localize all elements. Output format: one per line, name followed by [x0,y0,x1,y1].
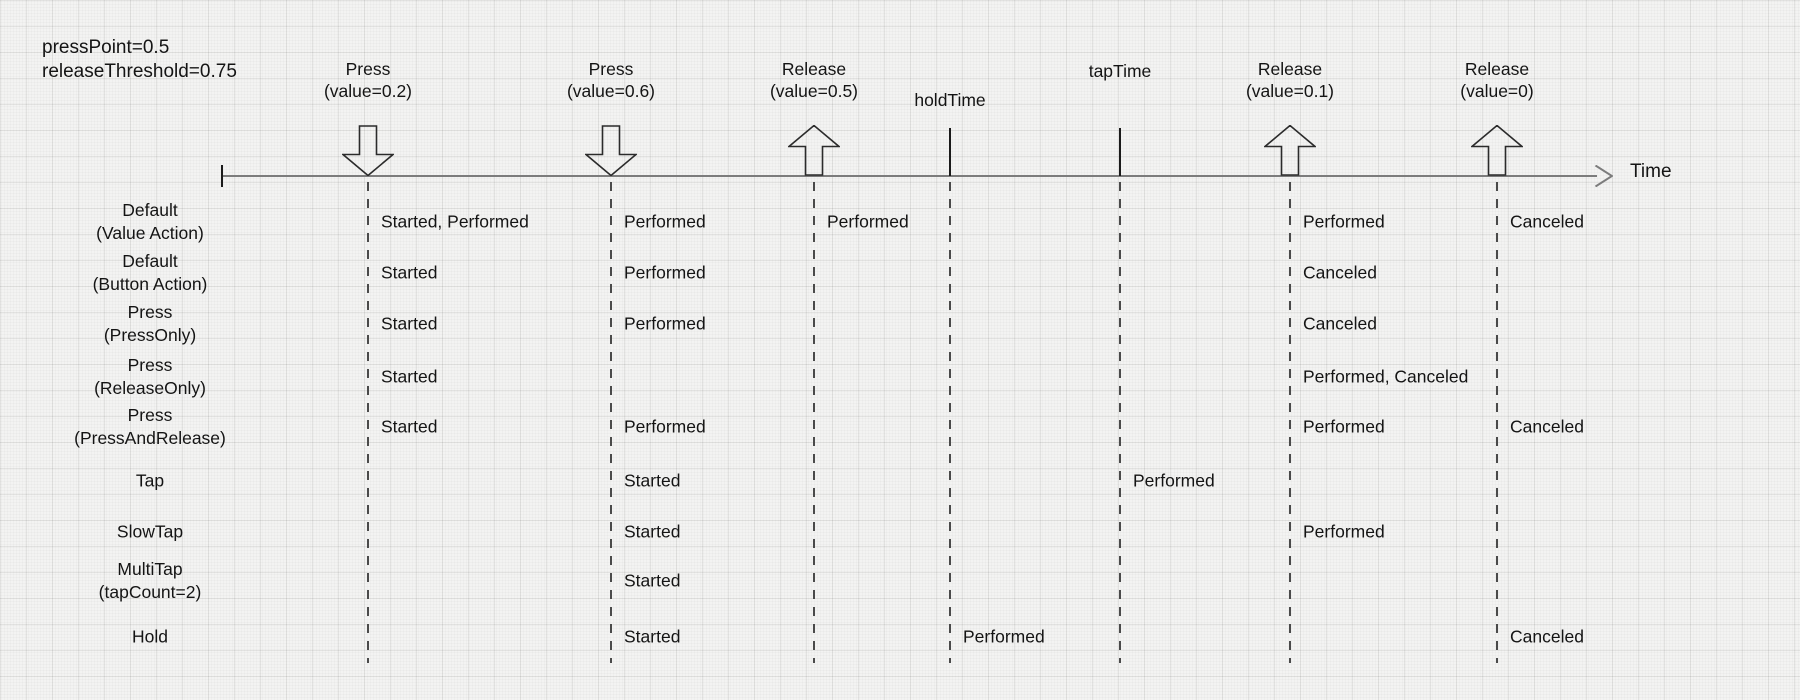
column-dashed-line [813,182,815,663]
row-label-line: (PressAndRelease) [74,428,226,448]
column-header-line: (value=0.2) [323,81,413,101]
row-label-line: Press [127,355,173,375]
cell-state-text: Performed [624,416,706,437]
row-label-line: (ReleaseOnly) [94,378,206,398]
cell-state-text: Performed [963,626,1045,647]
row-label-line: MultiTap [117,559,183,579]
row-label: Press (PressAndRelease) [25,404,275,450]
column-header-release01: Release(value=0.1) [1246,58,1334,102]
release-arrow-up-icon [1471,125,1523,176]
row-label-line: (Value Action) [96,223,204,243]
cell-state-text: Canceled [1303,313,1377,334]
column-dashed-line [949,182,951,663]
row-label: SlowTap [25,521,275,544]
column-dashed-line [1496,182,1498,663]
time-axis-arrowhead-icon [1595,165,1613,187]
row-label-line: SlowTap [116,521,184,542]
row-label-line: (Button Action) [92,274,208,294]
column-header-line: Release [1257,59,1323,79]
press-arrow-down-icon [342,125,394,176]
row-label: Press (ReleaseOnly) [25,354,275,400]
cell-state-text: Canceled [1510,416,1584,437]
column-header-line: (value=0.5) [769,81,859,101]
column-header-line: Press [345,59,391,79]
column-dashed-line [367,182,369,663]
row-label: Press (PressOnly) [25,301,275,347]
release-arrow-up-icon [1264,125,1316,176]
cell-state-text: Performed [1303,521,1385,542]
cell-state-text: Started [624,570,681,591]
column-header-release05: Release(value=0.5) [770,58,858,102]
row-label: Default (Button Action) [25,250,275,296]
column-header-line: Release [781,59,847,79]
cell-state-text: Performed [827,211,909,232]
time-axis-label: Time [1630,161,1672,182]
cell-state-text: Performed, Canceled [1303,366,1469,387]
cell-state-text: Performed [624,262,706,283]
row-label: MultiTap (tapCount=2) [25,558,275,604]
column-header-holdTime: holdTime [914,89,985,111]
column-header-line: (value=0.1) [1245,81,1335,101]
cell-state-text: Performed [1303,416,1385,437]
cell-state-text: Started [624,470,681,491]
column-dashed-line [1119,182,1121,663]
cell-state-text: Started [624,521,681,542]
column-header-line: (value=0.6) [566,81,656,101]
config-releasethreshold-label: releaseThreshold=0.75 [42,61,237,82]
row-label-line: Tap [135,470,165,491]
cell-state-text: Started [381,366,438,387]
row-label-line: Default [122,251,178,271]
column-header-press02: Press(value=0.2) [324,58,412,102]
row-label-line: Hold [132,626,168,647]
time-marker-tick [949,128,951,176]
row-label: Tap [25,470,275,493]
row-label: Default (Value Action) [25,199,275,245]
cell-state-text: Canceled [1303,262,1377,283]
cell-state-text: Performed [624,211,706,232]
column-header-line: holdTime [914,90,986,110]
cell-state-text: Started, Performed [381,211,529,232]
column-header-release0: Release(value=0) [1460,58,1533,102]
cell-state-text: Canceled [1510,626,1584,647]
time-axis-origin-tick [221,165,223,187]
row-label-line: (tapCount=2) [98,582,202,602]
column-header-press06: Press(value=0.6) [567,58,655,102]
row-label-line: Press [127,405,173,425]
column-header-line: tapTime [1088,61,1152,81]
cell-state-text: Started [381,262,438,283]
cell-state-text: Started [381,416,438,437]
column-header-tapTime: tapTime [1089,60,1152,82]
row-label-line: Default [122,200,178,220]
time-axis-line [221,175,1597,177]
row-label-line: Press [127,302,173,322]
column-dashed-line [1289,182,1291,663]
time-marker-tick [1119,128,1121,176]
column-header-line: Release [1464,59,1530,79]
column-header-line: Press [588,59,634,79]
release-arrow-up-icon [788,125,840,176]
column-dashed-line [610,182,612,663]
cell-state-text: Performed [624,313,706,334]
press-arrow-down-icon [585,125,637,176]
config-text-block: pressPoint=0.5 releaseThreshold=0.75 [42,36,237,84]
cell-state-text: Performed [1133,470,1215,491]
column-header-line: (value=0) [1460,81,1534,101]
config-presspoint-label: pressPoint=0.5 [42,37,170,58]
cell-state-text: Started [624,626,681,647]
cell-state-text: Canceled [1510,211,1584,232]
cell-state-text: Started [381,313,438,334]
row-label-line: (PressOnly) [103,325,197,345]
row-label: Hold [25,626,275,649]
cell-state-text: Performed [1303,211,1385,232]
